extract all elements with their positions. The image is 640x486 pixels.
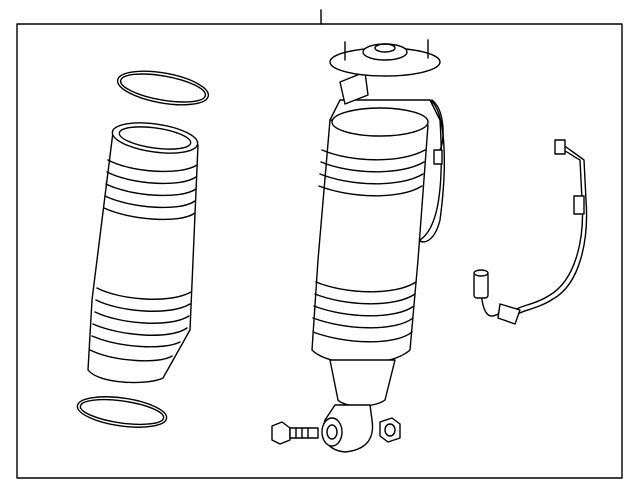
sensor-harness [473,139,588,325]
diagram-frame [16,23,623,479]
lower-nut [379,417,401,443]
lower-o-ring [76,396,168,428]
air-strut-assembly [311,39,445,453]
upper-o-ring [116,70,210,106]
dust-boot [87,122,199,384]
mount-bolt [271,421,319,445]
